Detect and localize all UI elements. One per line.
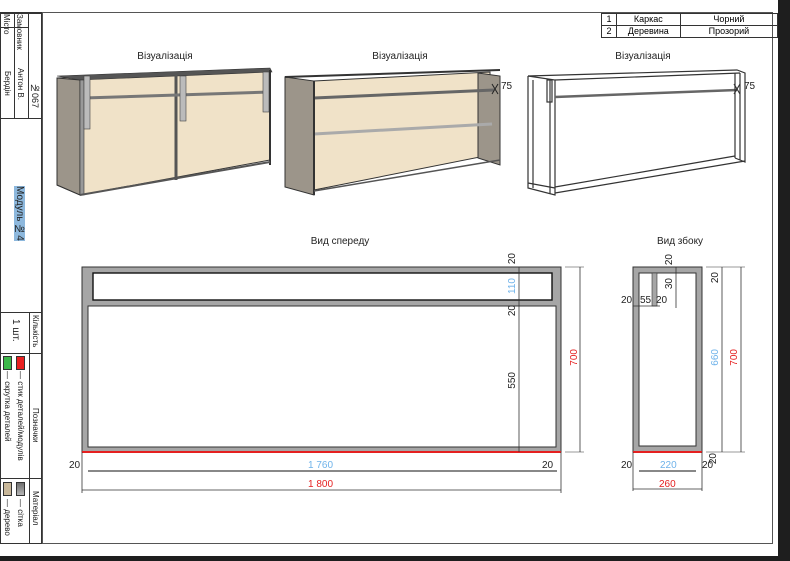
vis2-title: Візуалізація bbox=[372, 51, 428, 62]
front-view-title: Вид спереду bbox=[310, 236, 370, 247]
side-dim-bottom-left: 20 bbox=[621, 460, 633, 471]
front-dim-lower-gap: 550 bbox=[507, 372, 518, 389]
city-value: Бердін bbox=[3, 71, 12, 96]
front-dim-left-post: 20 bbox=[69, 460, 81, 471]
screw-swatch bbox=[3, 356, 12, 370]
visualization-1 bbox=[56, 67, 273, 196]
wood-swatch bbox=[3, 482, 12, 496]
side-dim-inner-height: 660 bbox=[710, 349, 721, 366]
legend-joint-text: — стик деталей/модулів bbox=[16, 371, 25, 461]
legend-screw-text: — скрутка деталей bbox=[3, 371, 12, 442]
spec-table: 1 Каркас Чорний 2 Деревина Прозорий bbox=[601, 13, 779, 38]
side-dim-bottom-right: 20 bbox=[702, 460, 714, 471]
visualization-2 bbox=[284, 69, 501, 196]
spec-row: 2 Деревина Прозорий bbox=[601, 25, 779, 38]
window-frame-right bbox=[778, 0, 790, 561]
visualization-3 bbox=[527, 69, 746, 196]
side-dim-total-height: 700 bbox=[729, 349, 740, 366]
drawing-border bbox=[42, 12, 773, 544]
quantity-value: 1 шт. bbox=[10, 319, 21, 342]
front-dim-top-rail: 20 bbox=[507, 253, 518, 265]
side-dim-divider-offset: 55 bbox=[640, 295, 652, 306]
vis2-dim: 75 bbox=[501, 81, 513, 92]
customer-value: Антон В. bbox=[16, 68, 25, 100]
quantity-label: Кількість bbox=[31, 315, 40, 348]
side-dim-total-depth: 260 bbox=[659, 479, 676, 490]
vis3-dim: 75 bbox=[744, 81, 756, 92]
material-mesh-text: — сітка bbox=[16, 499, 25, 527]
side-view bbox=[632, 266, 745, 491]
legend-label: Позначки bbox=[31, 408, 40, 443]
front-dim-upper-gap: 110 bbox=[507, 278, 518, 294]
side-dim-divider-width: 20 bbox=[656, 295, 668, 306]
order-number: №067 bbox=[30, 83, 40, 109]
side-dim-divider-height: 30 bbox=[664, 278, 675, 290]
front-dim-mid-rail: 20 bbox=[507, 305, 518, 317]
side-dim-right-top: 20 bbox=[710, 272, 721, 284]
material-label: Матеріал bbox=[31, 491, 40, 526]
window-frame-bottom bbox=[0, 556, 790, 561]
material-wood-text: — дерево bbox=[3, 499, 12, 536]
vis1-title: Візуалізація bbox=[137, 51, 193, 62]
title-block: Місто Замовник Бердін Антон В. №067 Моду… bbox=[0, 12, 43, 544]
vis3-title: Візуалізація bbox=[615, 51, 671, 62]
city-label: Місто bbox=[2, 14, 11, 35]
front-view bbox=[81, 266, 584, 493]
mesh-swatch bbox=[16, 482, 25, 496]
side-dim-left-post: 20 bbox=[621, 295, 633, 306]
side-dim-top-rail: 20 bbox=[664, 254, 675, 266]
joint-swatch bbox=[16, 356, 25, 370]
side-dim-inner-depth: 220 bbox=[660, 460, 677, 471]
drawing-sheet: Місто Замовник Бердін Антон В. №067 Моду… bbox=[0, 12, 779, 544]
front-dim-total-width: 1 800 bbox=[308, 479, 334, 490]
front-dim-right-post: 20 bbox=[542, 460, 554, 471]
module-name: Модуль №4 bbox=[14, 186, 25, 241]
front-dim-inner-width: 1 760 bbox=[308, 460, 334, 471]
side-view-title: Вид збоку bbox=[656, 236, 704, 247]
front-dim-total-height: 700 bbox=[569, 349, 580, 366]
customer-label: Замовник bbox=[15, 14, 24, 50]
